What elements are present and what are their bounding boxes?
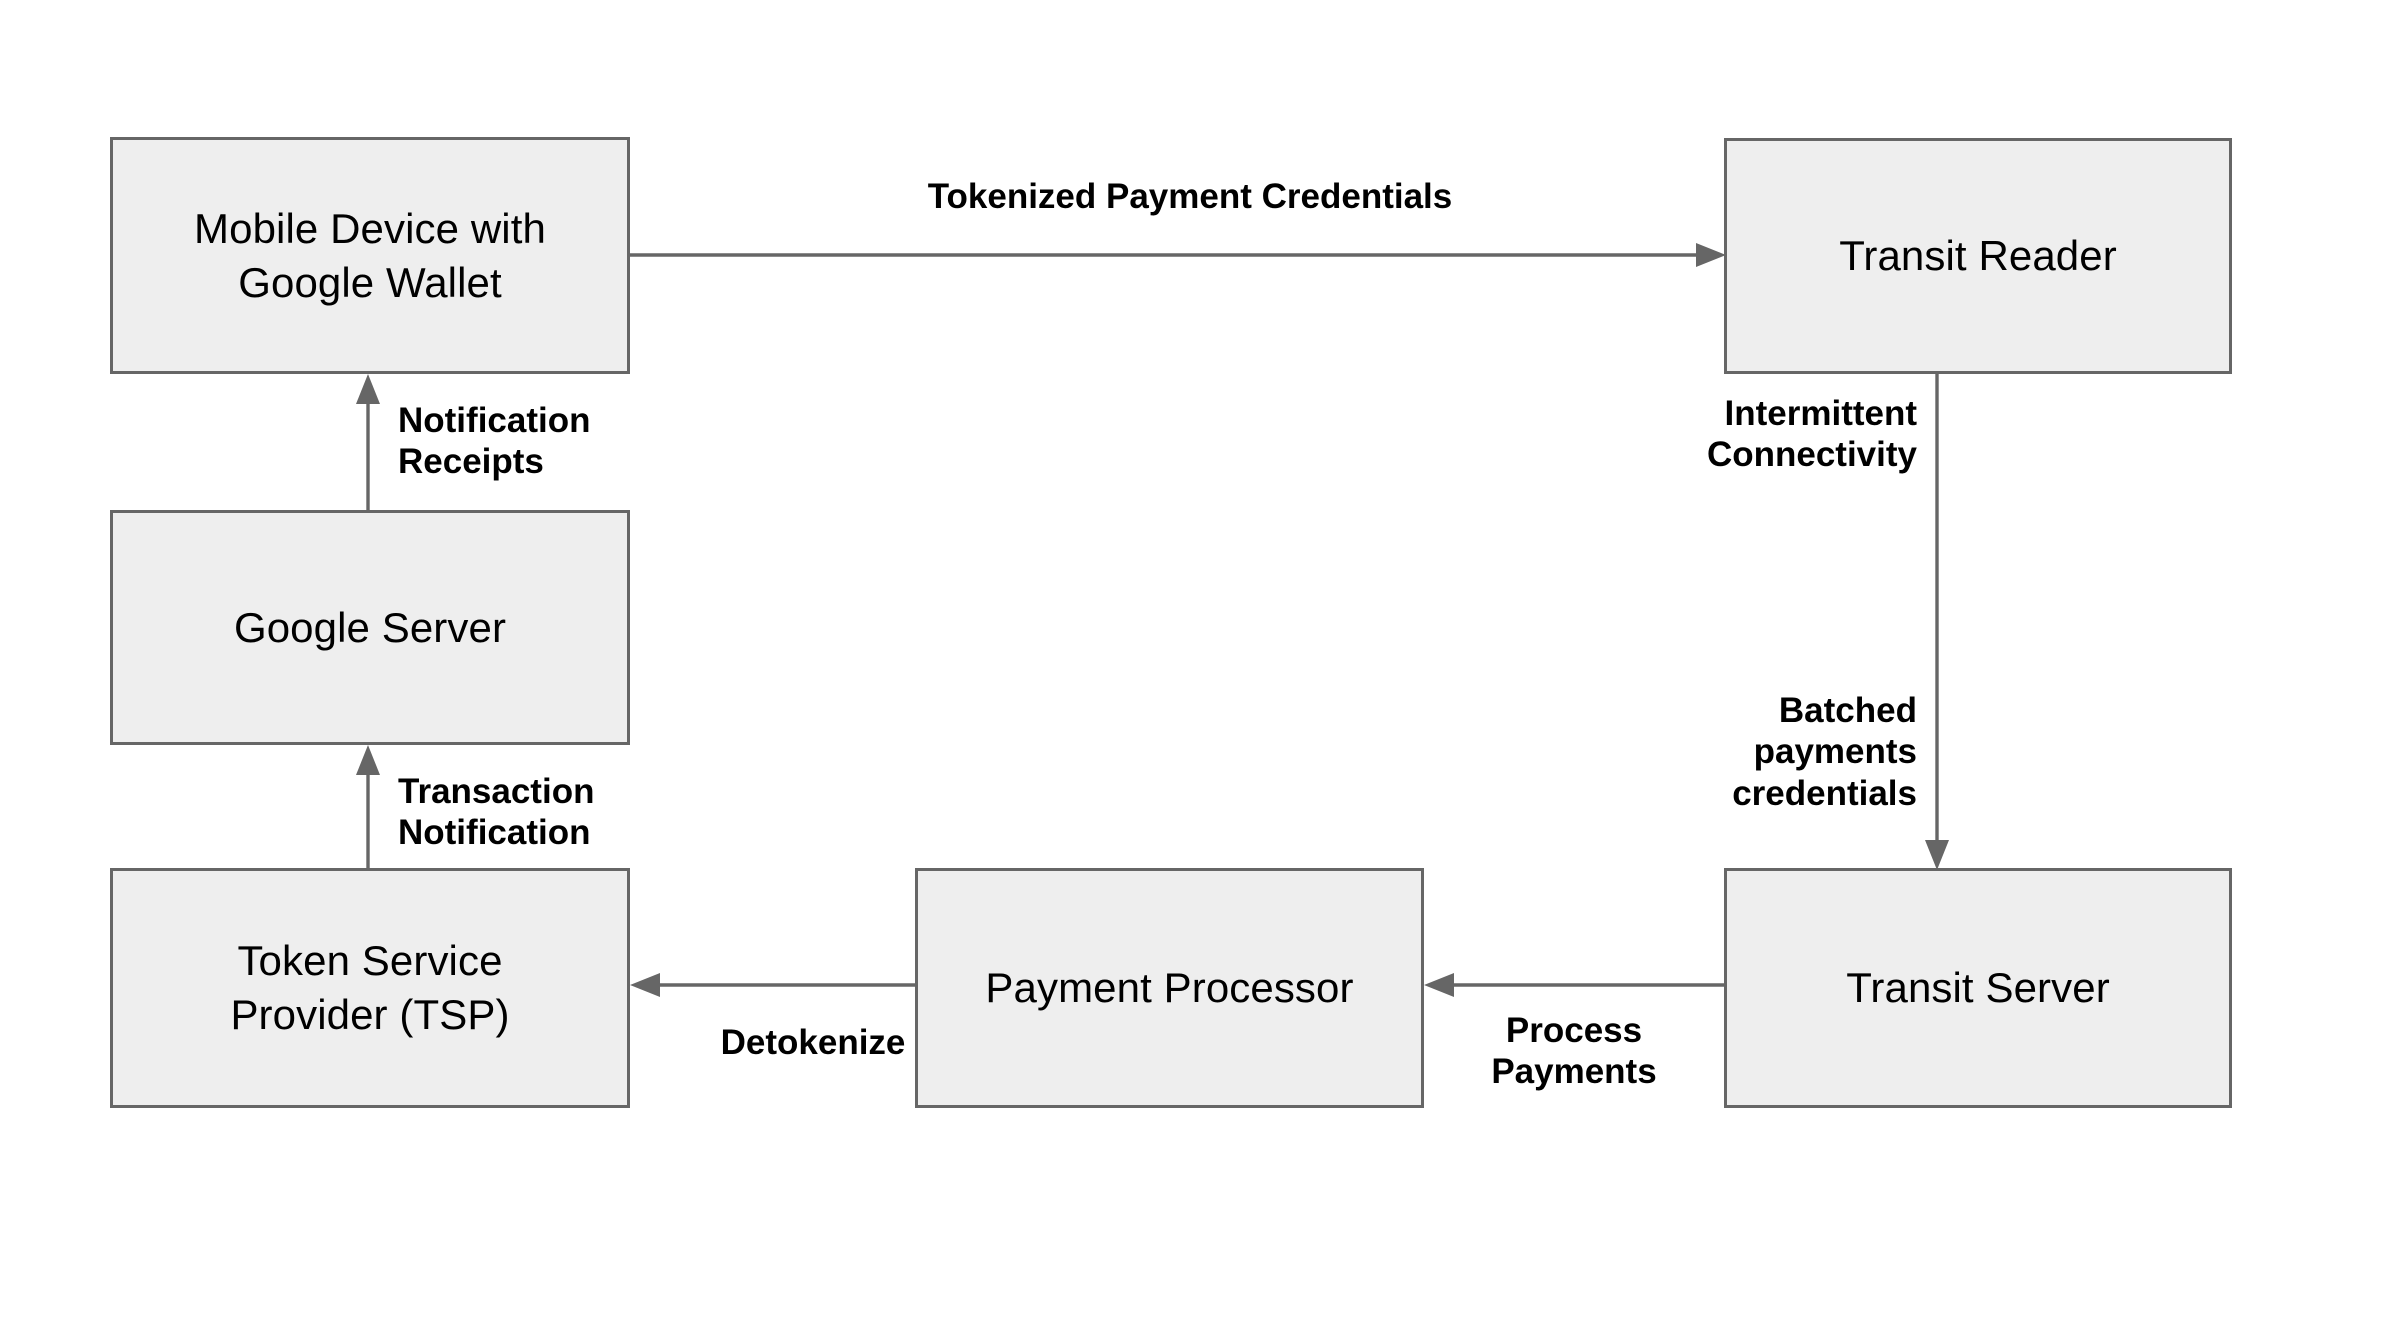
node-label: Transit Reader — [1839, 232, 2117, 280]
edge-label-process-payments: Process Payments — [1491, 1011, 1657, 1092]
edge-tokenized-payment-credentials — [630, 243, 1726, 267]
edge-notification-receipts — [356, 374, 380, 510]
edge-label-transaction-notification: Transaction Notification — [398, 772, 595, 853]
node-label: Google Server — [233, 603, 507, 651]
node-label: Payment Processor — [985, 964, 1354, 1012]
node-mobile-device-with-google-wallet[interactable]: Mobile Device with Google Wallet — [110, 137, 630, 374]
node-label: Transit Server — [1846, 964, 2110, 1012]
edge-label-detokenize: Detokenize — [720, 1023, 906, 1062]
node-transit-server[interactable]: Transit Server — [1724, 868, 2232, 1108]
node-transit-reader[interactable]: Transit Reader — [1724, 138, 2232, 374]
edge-detokenize — [630, 973, 915, 997]
edge-label-intermittent-connectivity: Intermittent Connectivity — [1706, 394, 1917, 475]
node-payment-processor[interactable]: Payment Processor — [915, 868, 1424, 1108]
edge-process-payments — [1424, 973, 1724, 997]
node-label: Mobile Device with Google Wallet — [194, 204, 546, 306]
edge-intermittent-connectivity-batched — [1925, 374, 1949, 870]
edge-label-batched-payments-credentials: Batched payments credentials — [1732, 691, 1917, 813]
node-token-service-provider[interactable]: Token Service Provider (TSP) — [110, 868, 630, 1108]
node-label: Token Service Provider (TSP) — [230, 937, 510, 1038]
edge-transaction-notification — [356, 745, 380, 868]
edge-label-tokenized-payment-credentials: Tokenized Payment Credentials — [927, 177, 1453, 216]
node-google-server[interactable]: Google Server — [110, 510, 630, 745]
edge-label-notification-receipts: Notification Receipts — [398, 401, 591, 482]
